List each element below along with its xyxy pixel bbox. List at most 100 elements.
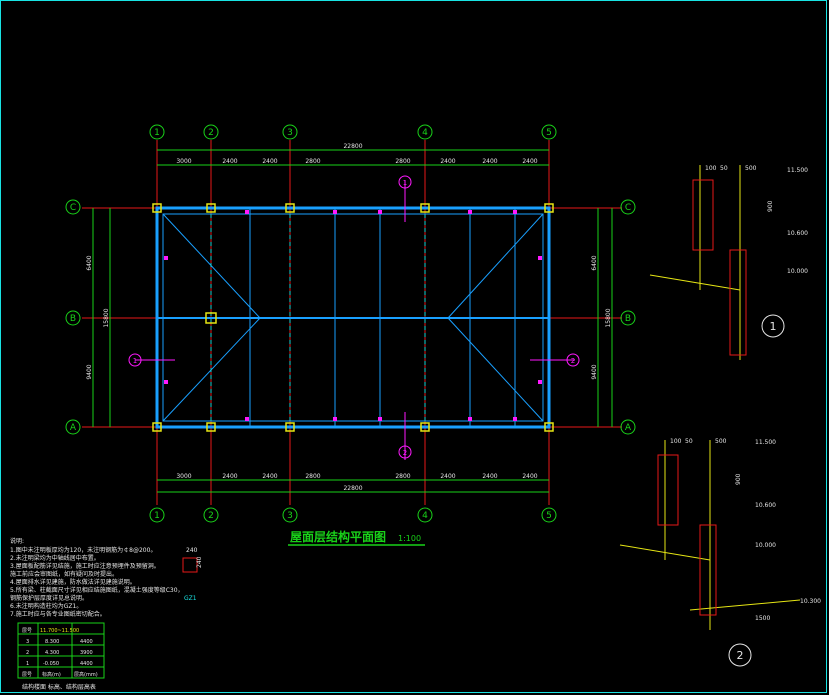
- dim-top-6: 2400: [440, 158, 455, 165]
- detail-2-dim-3: 500: [715, 438, 727, 445]
- detail-1-level-top: 11.500: [787, 167, 808, 174]
- detail-2-level-mid: 10.600: [755, 502, 776, 509]
- detail-1-dim-4: 900: [767, 200, 774, 212]
- dim-top-5: 2800: [395, 158, 410, 165]
- table-r2-c3: 3900: [80, 650, 93, 656]
- dim-left-2: 9400: [86, 364, 93, 379]
- grid-y-right-C: C: [625, 203, 631, 213]
- table-r2-c1: 2: [26, 650, 29, 656]
- dim-bottom-8: 2400: [522, 473, 537, 480]
- note-3: 3.屋面板配筋详见结施，施工时应注意预埋件及预留洞。: [10, 562, 160, 570]
- column-detail-dim-2: 240: [196, 556, 203, 568]
- note-4: 施工前应会审图纸，如有疑问及时提出。: [10, 570, 118, 578]
- detail-2-level-top: 11.500: [755, 439, 776, 446]
- beams: [155, 206, 551, 429]
- note-1: 1.图中未注明板厚均为120，未注明钢筋为￠8@200。: [10, 546, 156, 554]
- table-r3-c3: 4400: [80, 661, 93, 667]
- table-r3-c1: 1: [26, 661, 29, 667]
- grid-x-bottom-5: 5: [546, 511, 552, 521]
- grid-x-bottom-2: 2: [208, 511, 214, 521]
- grid-bubbles: [65, 124, 636, 523]
- detail-2-lines: [619, 440, 801, 630]
- detail-1-dim-3: 500: [745, 165, 757, 172]
- dim-top-2: 2400: [222, 158, 237, 165]
- grid-y-right-B: B: [625, 314, 631, 324]
- note-6: 5.所有梁、柱截面尺寸详见相应结施图纸，混凝土强度等级C30，: [10, 586, 184, 594]
- detail-2-bubble: [728, 643, 752, 667]
- grid-y-right-A: A: [625, 423, 632, 433]
- table-r4-c1: 层号: [22, 672, 32, 678]
- dim-total-bottom: 22800: [343, 485, 362, 492]
- table-r1-c1: 3: [26, 639, 29, 645]
- section-mark-left: 1: [133, 357, 137, 365]
- table-header-1: 层号: [22, 628, 32, 634]
- grid-y-left-A: A: [70, 423, 77, 433]
- grid-x-top-1: 1: [154, 128, 160, 138]
- detail-1-level-bottom: 10.000: [787, 268, 808, 275]
- grid-x-bottom-4: 4: [422, 511, 428, 521]
- dim-top-4: 2800: [305, 158, 320, 165]
- grid-x-top-5: 5: [546, 128, 552, 138]
- drawing-title: 屋面层结构平面图: [290, 529, 386, 544]
- drawing-scale: 1:100: [398, 534, 421, 543]
- table-lines: [17, 622, 105, 679]
- dim-bottom-1: 3000: [176, 473, 191, 480]
- detail-2-dim-2: 50: [685, 438, 693, 445]
- dimension-lines: [92, 149, 613, 493]
- detail-2-dim-5: 1500: [755, 615, 770, 622]
- detail-1-red: [692, 179, 747, 356]
- grid-y-left-C: C: [70, 203, 76, 213]
- detail-1-bubble: [761, 314, 785, 338]
- table-r1-c2: 8.300: [45, 639, 59, 645]
- column-detail: [182, 557, 198, 573]
- detail-2-level-right: 10.300: [800, 598, 821, 605]
- dim-top-7: 2400: [482, 158, 497, 165]
- grid-y-left-B: B: [70, 314, 76, 324]
- grid-x-top-2: 2: [208, 128, 214, 138]
- pink-markers: [164, 210, 542, 421]
- detail-1-dim-2: 50: [720, 165, 728, 172]
- note-8: 6.未注明构造柱均为GZ1。: [10, 602, 82, 610]
- dim-left-total: 15800: [103, 308, 110, 327]
- dim-bottom-6: 2400: [440, 473, 455, 480]
- note-9: 7.施工时应与各专业图纸密切配合。: [10, 610, 106, 618]
- note-7: 钢筋保护层厚度详见总说明。: [10, 594, 88, 602]
- detail-2-label: 2: [737, 649, 744, 662]
- dim-bottom-3: 2400: [262, 473, 277, 480]
- section-mark-right: 2: [571, 357, 575, 365]
- detail-1-dim-1: 100: [705, 165, 717, 172]
- table-r4-c2: 标高(m): [42, 671, 61, 678]
- column-detail-label: GZ1: [184, 595, 197, 602]
- column-detail-dim-1: 240: [186, 547, 198, 554]
- dim-right-1: 6400: [591, 255, 598, 270]
- dim-bottom-4: 2800: [305, 473, 320, 480]
- notes-title: 说明:: [10, 537, 24, 545]
- note-2: 2.未注明梁均为中轴线居中布置。: [10, 554, 100, 562]
- dim-top-1: 3000: [176, 158, 191, 165]
- section-circles: [128, 175, 580, 459]
- dim-total-top: 22800: [343, 143, 362, 150]
- section-mark-bottom: 2: [403, 449, 407, 457]
- grid-x-top-4: 4: [422, 128, 428, 138]
- dim-right-total: 15800: [605, 308, 612, 327]
- detail-2-dim-1: 100: [670, 438, 682, 445]
- table-r3-c2: -0.050: [43, 661, 59, 667]
- dim-bottom-7: 2400: [482, 473, 497, 480]
- dim-bottom-5: 2800: [395, 473, 410, 480]
- grid-x-top-3: 3: [287, 128, 293, 138]
- section-mark-top: 1: [403, 179, 407, 187]
- dim-left-1: 6400: [86, 255, 93, 270]
- detail-1-label: 1: [770, 320, 777, 333]
- detail-1-lines: [649, 165, 741, 360]
- table-header-2: 11.700~11.500: [40, 628, 79, 634]
- table-r4-c3: 层高(mm): [74, 671, 98, 678]
- dim-top-8: 2400: [522, 158, 537, 165]
- columns: [152, 203, 554, 432]
- table-r2-c2: 4.300: [45, 650, 59, 656]
- table-r1-c3: 4400: [80, 639, 93, 645]
- section-lines: [135, 180, 575, 460]
- detail-2-level-bottom: 10.000: [755, 542, 776, 549]
